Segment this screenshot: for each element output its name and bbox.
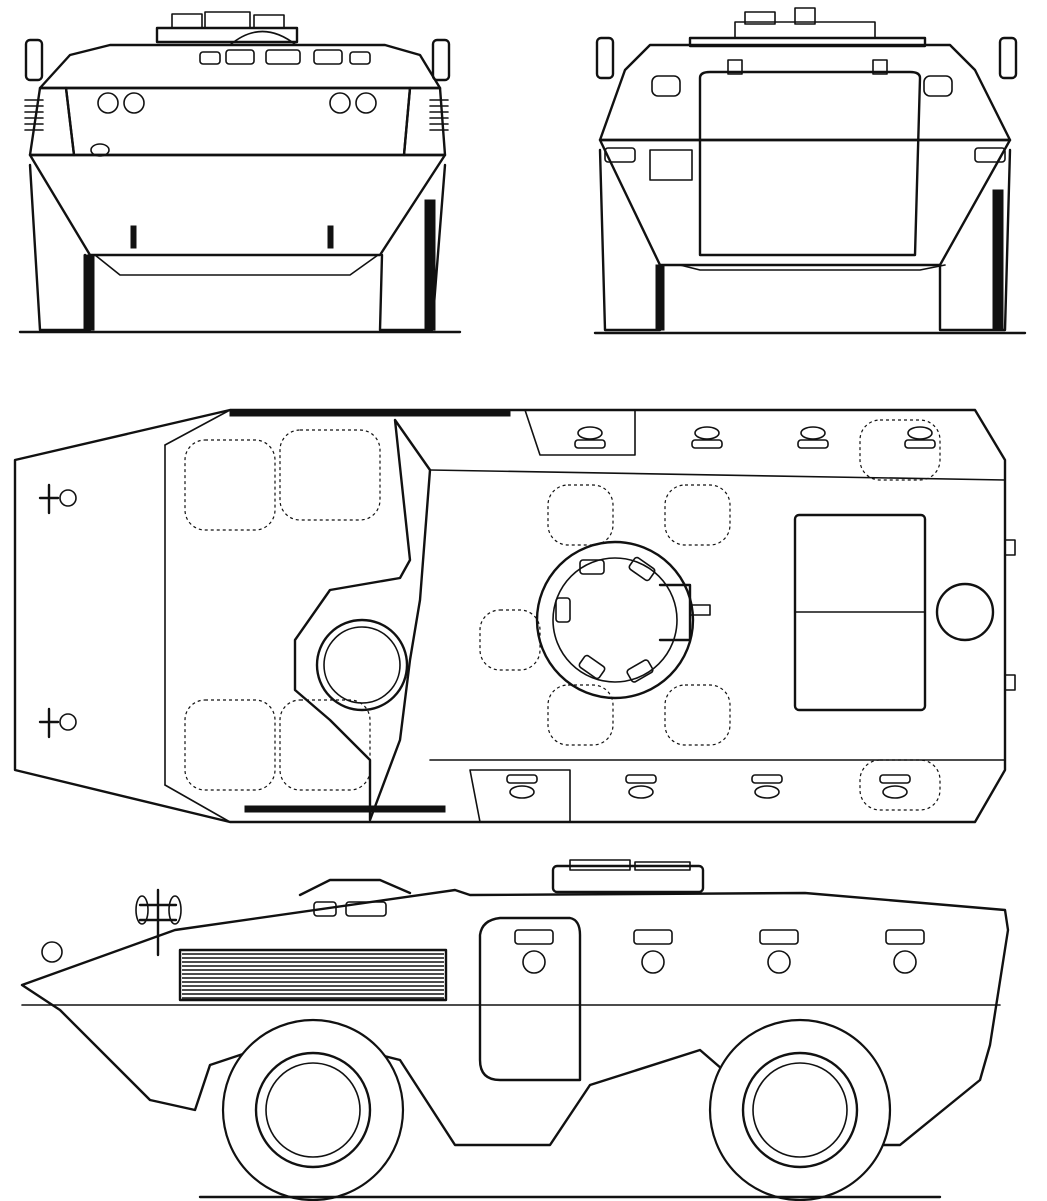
top-driver-hatch xyxy=(315,618,409,712)
side-front-wheel xyxy=(221,1018,405,1201)
side-engine-grille xyxy=(178,948,448,1002)
front-upper-hull xyxy=(38,43,442,90)
side-turret xyxy=(551,864,705,894)
front-lower-hull xyxy=(28,153,447,257)
top-rear-vent xyxy=(935,582,995,642)
rear-view xyxy=(593,7,1027,335)
top-turret-ring xyxy=(535,540,695,700)
rear-upper-hull xyxy=(598,43,1012,142)
front-left-mirror xyxy=(24,38,44,82)
side-view xyxy=(20,859,1010,1201)
top-front-lights xyxy=(38,483,77,739)
top-side-ports xyxy=(506,426,936,799)
front-glacis xyxy=(64,86,412,157)
front-vision-blocks xyxy=(199,49,371,65)
front-view xyxy=(18,11,462,334)
top-interior-hidden-lines xyxy=(184,419,941,811)
front-right-mirror xyxy=(431,38,451,82)
rear-left-mirror xyxy=(595,36,615,80)
side-grille-lines xyxy=(182,953,444,999)
front-roof-hatch xyxy=(155,26,299,44)
rear-plate xyxy=(649,149,693,181)
front-headlights xyxy=(90,92,377,157)
rear-right-mirror xyxy=(998,36,1018,80)
top-driver-hatch-frame xyxy=(293,418,432,822)
side-door xyxy=(478,916,582,1082)
side-ports xyxy=(514,929,925,974)
rear-door xyxy=(698,70,922,257)
side-rear-wheel xyxy=(708,1018,892,1201)
top-turret-mount xyxy=(658,583,692,642)
top-view xyxy=(13,408,1016,824)
side-headlight xyxy=(41,941,63,963)
